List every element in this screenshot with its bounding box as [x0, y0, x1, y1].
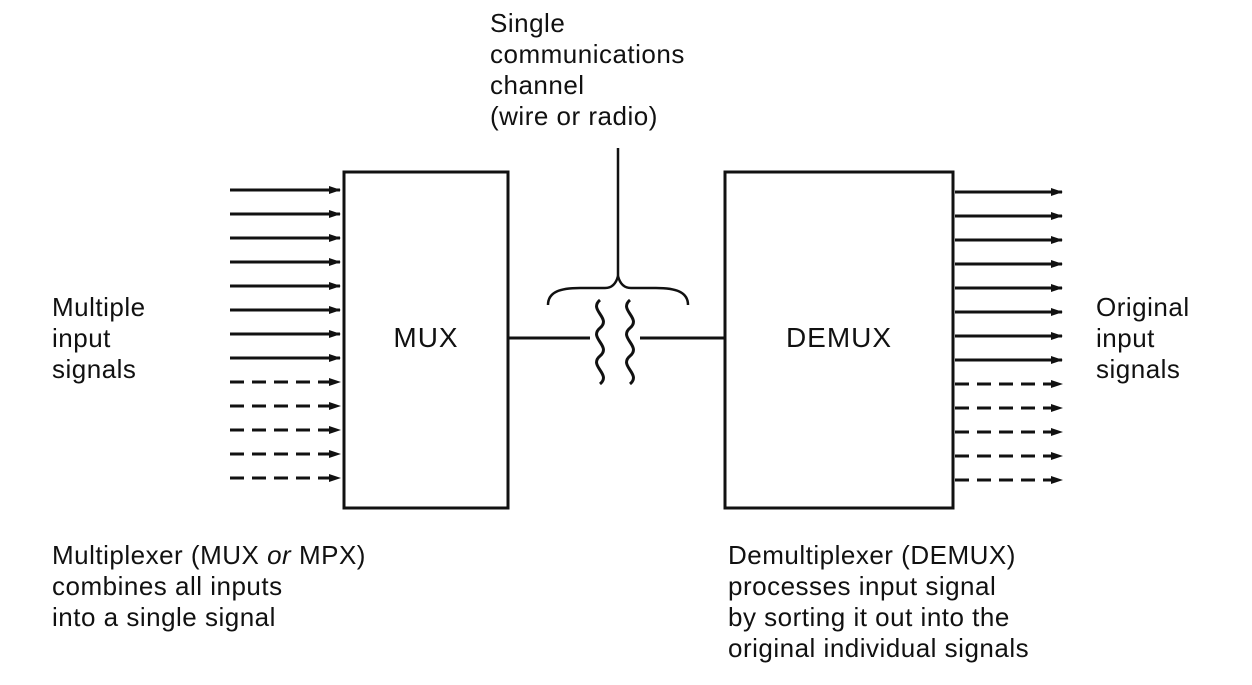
demux-caption-line-4: original individual signals — [728, 633, 1030, 663]
input-signal-arrows — [230, 186, 341, 482]
mux-caption-line-1-or: or — [267, 540, 292, 570]
channel-brace — [546, 275, 690, 306]
wave-break-left — [595, 298, 605, 386]
mux-caption: Multiplexer (MUX or MPX) combines all in… — [52, 540, 366, 633]
demux-caption-line-2: processes input signal — [728, 571, 997, 601]
demux-caption-line-1: Demultiplexer (DEMUX) — [728, 540, 1016, 570]
outputs-label: Original input signals — [1096, 292, 1190, 385]
outputs-label-line-1: Original — [1096, 292, 1190, 322]
channel-label-line-4: (wire or radio) — [490, 101, 658, 131]
outputs-label-line-3: signals — [1096, 354, 1181, 384]
inputs-label-line-3: signals — [52, 354, 137, 384]
inputs-label-line-1: Multiple — [52, 292, 146, 322]
mux-caption-line-1-pre: Multiplexer (MUX — [52, 540, 268, 570]
mux-caption-line-2: combines all inputs — [52, 571, 283, 601]
mux-caption-line-1: Multiplexer (MUX or MPX) — [52, 540, 366, 571]
inputs-label: Multiple input signals — [52, 292, 146, 385]
mux-caption-line-3: into a single signal — [52, 602, 276, 632]
demux-box — [723, 170, 955, 510]
mux-caption-line-1-post: MPX) — [291, 540, 366, 570]
mux-label: MUX — [393, 322, 459, 353]
channel-label-line-1: Single — [490, 8, 566, 38]
demux-label: DEMUX — [785, 322, 893, 353]
channel-label-line-2: communications — [490, 39, 685, 69]
channel-label-line-3: channel — [490, 70, 585, 100]
channel-label: Single communications channel (wire or r… — [490, 8, 685, 132]
output-signal-arrows — [955, 188, 1063, 484]
inputs-label-line-2: input — [52, 323, 111, 353]
outputs-label-line-2: input — [1096, 323, 1155, 353]
demux-caption: Demultiplexer (DEMUX) processes input si… — [728, 540, 1029, 664]
demux-caption-line-3: by sorting it out into the — [728, 602, 1010, 632]
wave-break-right — [625, 298, 635, 386]
mux-box — [342, 170, 510, 510]
